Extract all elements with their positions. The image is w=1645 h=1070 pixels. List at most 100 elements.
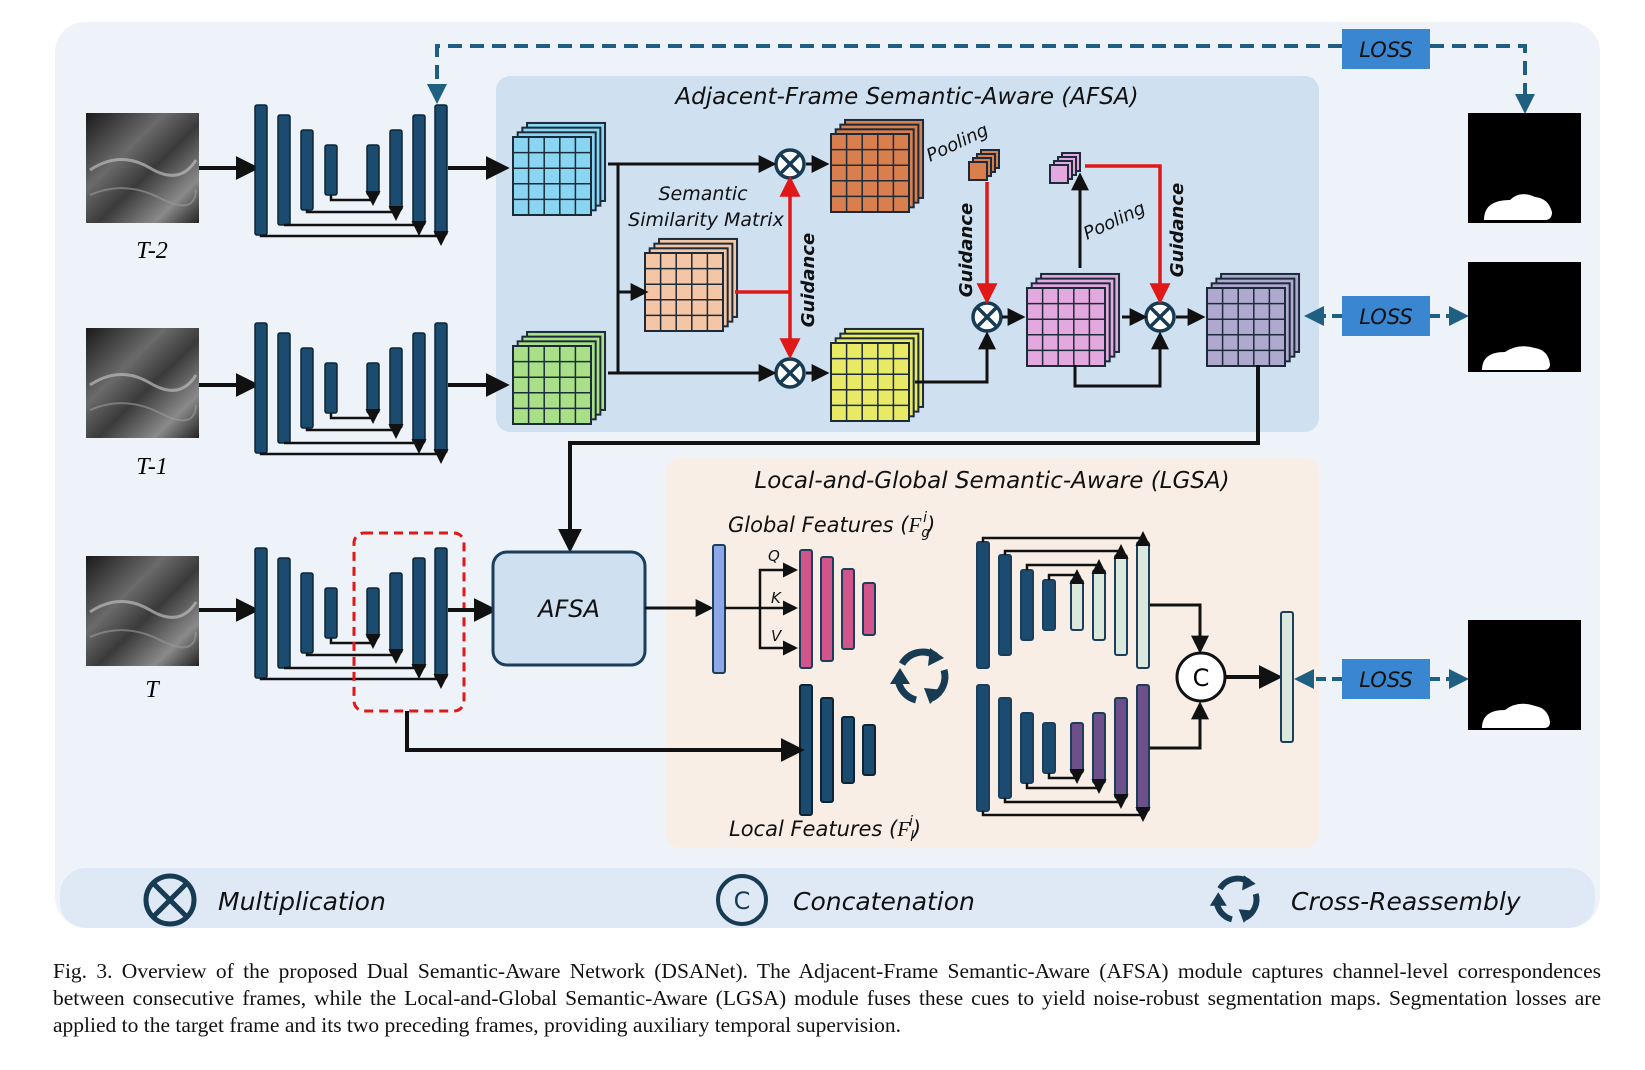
unet-t1 bbox=[254, 322, 449, 464]
guidance-label-2: Guidance bbox=[956, 203, 977, 297]
line-afsa-output-to-block bbox=[558, 365, 1260, 553]
line-q bbox=[725, 562, 798, 610]
lgsa-bar bbox=[976, 541, 990, 669]
mask-output-t1 bbox=[1468, 262, 1581, 372]
encoder-bar bbox=[366, 362, 380, 414]
local-feature-bar bbox=[862, 724, 876, 776]
cube-layer bbox=[1049, 164, 1069, 184]
afsa-title: Adjacent-Frame Semantic-Aware (AFSA) bbox=[673, 84, 1138, 110]
cube-layer bbox=[512, 345, 592, 425]
global-feature-bar bbox=[820, 556, 834, 662]
unet-t2 bbox=[254, 104, 449, 246]
lgsa-skip bbox=[1003, 794, 1129, 809]
mult-cross bbox=[1149, 306, 1171, 328]
cube-layer bbox=[644, 252, 724, 332]
multiplication-node-top bbox=[774, 148, 806, 180]
cube-layer bbox=[830, 342, 910, 422]
encoder-bar bbox=[389, 129, 403, 211]
encoder-bar bbox=[434, 322, 448, 454]
lgsa-bar bbox=[1114, 554, 1128, 656]
mult-cross bbox=[779, 362, 801, 384]
unet-t bbox=[254, 547, 449, 689]
weighted-cube-bottom bbox=[830, 327, 925, 422]
loss-label-mid: LOSS bbox=[1359, 305, 1413, 329]
legend-cross-reassembly-label: Cross-Reassembly bbox=[1291, 887, 1522, 916]
label-q: Q bbox=[768, 547, 780, 565]
svg-text:C: C bbox=[734, 887, 751, 915]
multiplication-node-bottom bbox=[774, 357, 806, 389]
lgsa-bar bbox=[976, 684, 990, 812]
lgsa-skip bbox=[1025, 559, 1107, 574]
lgsa-bar bbox=[1114, 697, 1128, 799]
lgsa-bar bbox=[1070, 579, 1084, 631]
encoder-bar bbox=[412, 557, 426, 669]
skip-connection bbox=[305, 424, 404, 439]
encoder-bar bbox=[389, 572, 403, 654]
local-feature-bar bbox=[799, 684, 813, 816]
lgsa-skip bbox=[1047, 769, 1085, 784]
skip-connection bbox=[259, 231, 449, 246]
label-k: K bbox=[771, 589, 782, 607]
encoder-bar bbox=[277, 114, 291, 226]
encoder-bar bbox=[366, 587, 380, 639]
global-token-bar bbox=[712, 544, 726, 674]
global-feature-bar bbox=[799, 549, 813, 669]
skip-connection bbox=[284, 439, 427, 454]
feature-cube-t2 bbox=[512, 121, 607, 216]
similarity-matrix-cube bbox=[644, 237, 739, 332]
lgsa-global-unet bbox=[976, 531, 1151, 669]
lgsa-title: Local-and-Global Semantic-Aware (LGSA) bbox=[754, 468, 1229, 494]
encoder-bar bbox=[254, 322, 268, 454]
local-feature-bar bbox=[820, 697, 834, 803]
feature-cube-t1 bbox=[512, 330, 607, 425]
cube-layer bbox=[830, 133, 910, 213]
lgsa-skip bbox=[1003, 544, 1129, 559]
encoder-bar bbox=[300, 347, 314, 429]
local-features-label: Local Features (Fli) bbox=[729, 814, 921, 845]
lgsa-skip bbox=[981, 531, 1151, 546]
fused-cube-pink bbox=[1026, 272, 1121, 367]
multiplication-node-pink bbox=[971, 301, 1003, 333]
skip-connection bbox=[305, 649, 404, 664]
skip-connection bbox=[284, 221, 427, 236]
lgsa-local-unet bbox=[976, 684, 1151, 822]
lgsa-bar bbox=[1020, 712, 1034, 784]
legend-multiplication-icon bbox=[143, 873, 197, 927]
mask-output-t bbox=[1468, 620, 1581, 730]
lgsa-bar bbox=[1136, 541, 1150, 669]
cube-layer bbox=[1206, 287, 1286, 367]
local-feature-bar bbox=[841, 716, 855, 784]
encoder-bar bbox=[300, 572, 314, 654]
skip-connection bbox=[329, 191, 381, 206]
line-bottom-unet-to-concat bbox=[1150, 701, 1209, 750]
encoder-bar bbox=[389, 347, 403, 429]
encoder-bar bbox=[412, 332, 426, 444]
skip-connection bbox=[305, 206, 404, 221]
lgsa-bar bbox=[1042, 579, 1056, 631]
skip-connection bbox=[284, 664, 427, 679]
encoder-bar bbox=[277, 332, 291, 444]
lgsa-bar bbox=[1136, 684, 1150, 812]
legend-cross-reassembly-icon bbox=[1209, 875, 1260, 923]
skip-connection bbox=[329, 634, 381, 649]
legend-bar bbox=[60, 868, 1595, 928]
encoder-bar bbox=[277, 557, 291, 669]
decoder-selection-box bbox=[352, 531, 466, 713]
skip-connection bbox=[259, 674, 449, 689]
encoder-bar bbox=[300, 129, 314, 211]
guidance-label-3: Guidance bbox=[1167, 183, 1188, 277]
lgsa-bar bbox=[1092, 569, 1106, 641]
global-feature-bar bbox=[862, 582, 876, 636]
frame-label-t: T bbox=[145, 677, 160, 703]
concat-symbol: C bbox=[1193, 664, 1210, 692]
lgsa-bar bbox=[1092, 712, 1106, 784]
lgsa-skip bbox=[981, 807, 1151, 822]
frame-image-t bbox=[86, 556, 199, 666]
cube-layer bbox=[968, 161, 988, 181]
skip-connection bbox=[259, 449, 449, 464]
multiplication-node-final bbox=[1144, 301, 1176, 333]
legend-concatenation-label: Concatenation bbox=[793, 887, 975, 916]
encoder-bar bbox=[324, 587, 338, 639]
legend-multiplication-label: Multiplication bbox=[218, 887, 386, 916]
cube-layer bbox=[512, 136, 592, 216]
